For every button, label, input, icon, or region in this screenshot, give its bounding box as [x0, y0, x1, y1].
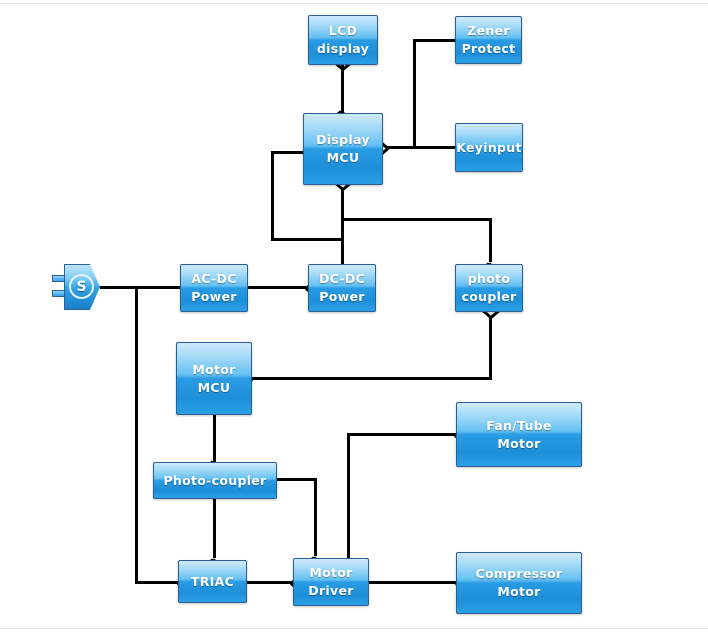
block-label-line: Zener: [467, 23, 510, 38]
block-label-line: Power: [191, 289, 237, 304]
connector-motordriver-to-fan-h: [347, 433, 455, 436]
connector-photocoupler-to-motormcu-h: [252, 377, 492, 380]
connector-photocoupler-to-motormcu-v: [489, 316, 492, 378]
connector-dcdc-into-display-mcu: [271, 151, 305, 154]
connector-photocoupler2-to-triac: [213, 499, 216, 558]
block-label-line: AC-DC: [191, 271, 237, 286]
connector-photocoupler2-to-motordriver-v: [314, 478, 317, 556]
block-label-line: photo: [467, 271, 511, 286]
block-label-line: Motor: [309, 565, 353, 580]
block-motor-driver[interactable]: Motor Driver: [293, 558, 369, 606]
block-fan-tube-motor[interactable]: Fan/Tube Motor: [456, 402, 582, 467]
plug-prong-bottom: [52, 290, 66, 297]
connector-keyinput-to-display-mcu: [388, 146, 457, 149]
block-label-line: MCU: [197, 379, 231, 395]
block-label-line: Motor: [497, 584, 541, 599]
connector-photocoupler2-to-motordriver-h: [277, 478, 317, 481]
power-plug-icon: S: [52, 264, 100, 310]
block-label-line: Protect: [461, 41, 516, 56]
connector-lcd-to-display-mcu: [341, 65, 344, 113]
plug-symbol: S: [69, 274, 94, 299]
block-label-line: TRIAC: [190, 573, 235, 589]
connector-motormcu-to-photocoupler2: [213, 415, 216, 462]
page-bottom-rule: [0, 628, 708, 629]
block-dc-dc-power[interactable]: DC-DC Power: [308, 264, 376, 312]
connector-mains-down: [135, 286, 138, 583]
block-label-line: Power: [319, 289, 365, 304]
block-motor-mcu[interactable]: Motor MCU: [176, 342, 252, 415]
block-label-line: Fan/Tube: [486, 417, 552, 433]
block-label-line: MCU: [326, 150, 360, 165]
connector-triac-to-motordriver: [247, 581, 291, 584]
block-label-line: Display: [316, 132, 370, 147]
connector-bus-to-photocoupler: [341, 218, 492, 221]
block-ac-dc-power[interactable]: AC-DC Power: [180, 264, 248, 312]
connector-plug-to-acdc: [100, 286, 182, 289]
connector-zener-down: [413, 39, 416, 149]
block-photo-coupler-2[interactable]: Photo-coupler: [153, 462, 277, 499]
block-label-line: DC-DC: [318, 271, 366, 286]
block-label-line: Driver: [308, 583, 354, 598]
connector-photocoupler-down: [489, 218, 492, 262]
connector-dcdc-up: [341, 238, 344, 266]
connector-acdc-to-dcdc: [248, 286, 306, 289]
connector-dcdc-up2: [271, 151, 274, 241]
connector-motordriver-to-fan-v: [347, 433, 350, 559]
connector-bus-stub: [341, 188, 344, 220]
block-label-line: Compressor: [475, 566, 563, 581]
block-label-line: Motor: [192, 361, 236, 377]
block-label-line: Photo-coupler: [163, 472, 267, 488]
block-label-line: Keyinput: [456, 139, 522, 155]
connector-zener-left: [413, 39, 457, 42]
block-label-line: display: [316, 41, 370, 56]
connector-motordriver-to-compressor: [369, 581, 456, 584]
block-keyinput[interactable]: Keyinput: [455, 123, 523, 172]
block-zener-protect[interactable]: Zener Protect: [455, 16, 522, 64]
connector-mains-to-triac: [135, 581, 178, 584]
block-lcd-display[interactable]: LCD display: [308, 15, 378, 65]
block-photo-coupler[interactable]: photo coupler: [455, 264, 523, 312]
connector-bus-to-display-mcu: [341, 218, 344, 240]
block-triac[interactable]: TRIAC: [178, 560, 247, 603]
page-top-rule: [0, 3, 708, 4]
block-label-line: coupler: [461, 289, 517, 304]
connector-dcdc-left: [271, 238, 344, 241]
block-label-line: Motor: [497, 435, 541, 451]
block-compressor-motor[interactable]: Compressor Motor: [456, 552, 582, 614]
block-label-line: LCD: [328, 23, 358, 38]
plug-prong-top: [52, 275, 66, 282]
block-display-mcu[interactable]: Display MCU: [303, 113, 383, 185]
